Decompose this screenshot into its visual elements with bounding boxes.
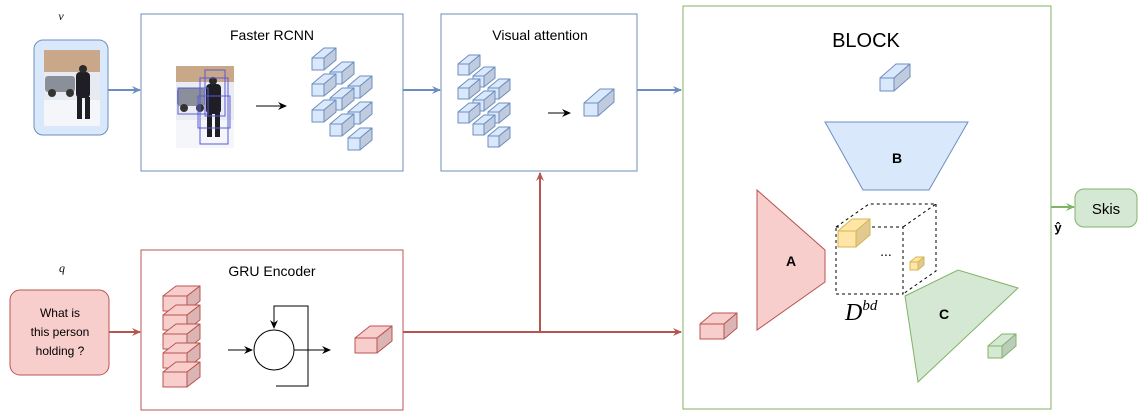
block-output-vector — [987, 333, 1017, 359]
arrow-gru-outputs — [403, 172, 682, 336]
word-embedding-stack — [162, 285, 201, 388]
attended-visual-vector — [583, 88, 615, 117]
visual-attention-title: Visual attention — [492, 27, 587, 43]
detection-image — [176, 66, 234, 148]
question-vector — [354, 325, 393, 354]
core-a-label: A — [786, 253, 796, 269]
core-c-label: C — [939, 306, 949, 322]
core-a — [756, 188, 826, 331]
faster-rcnn-title: Faster RCNN — [230, 27, 314, 43]
gru-encoder-title: GRU Encoder — [228, 263, 315, 279]
y-hat-label: ŷ — [1054, 220, 1062, 235]
core-c — [904, 269, 1019, 384]
block-title: BLOCK — [832, 30, 900, 52]
rcnn-feature-stack — [311, 47, 373, 151]
question-line-2: this person — [31, 325, 90, 339]
core-tensor-cube — [835, 203, 938, 295]
q-label: q — [59, 261, 65, 275]
core-b-label: B — [892, 150, 902, 166]
gru-cell — [228, 305, 331, 387]
core-b — [824, 121, 969, 191]
input-image — [33, 39, 109, 136]
tensor-symbol: Dbd — [844, 298, 878, 326]
answer-text: Skis — [1092, 201, 1120, 218]
v-label: v — [58, 9, 64, 23]
question-line-1: What is — [40, 306, 80, 320]
attention-feature-stack — [457, 54, 511, 148]
tensor-ellipsis: ... — [880, 243, 892, 259]
answer-box — [1074, 188, 1138, 228]
question-line-3: holding ? — [36, 344, 85, 358]
tensor-selected-cells — [837, 218, 925, 271]
block-visual-vector — [879, 63, 911, 92]
block-question-vector — [699, 312, 738, 340]
block-box — [682, 5, 1052, 410]
